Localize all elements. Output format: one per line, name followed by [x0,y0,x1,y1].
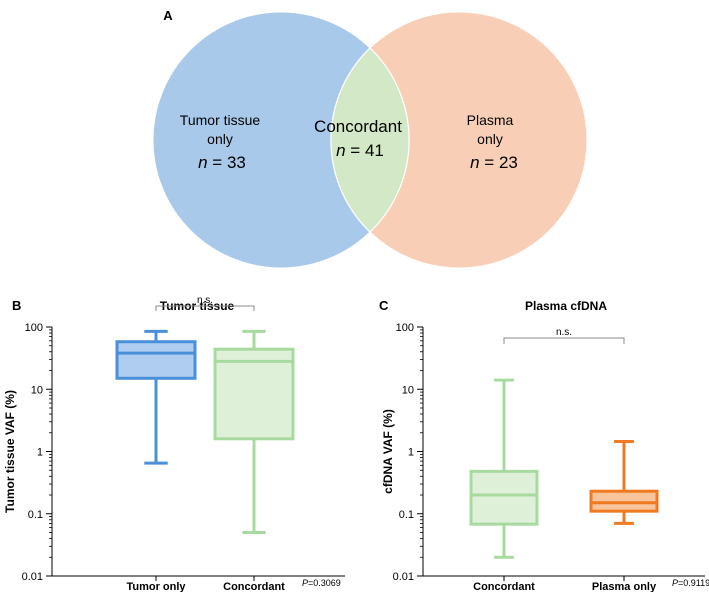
chart-title: Plasma cfDNA [525,299,607,313]
box-concordant [469,469,539,526]
significance-label: n.s. [197,295,213,306]
y-tick-label: 0.1 [399,509,414,521]
y-tick-label: 100 [25,322,43,334]
p-value: P=0.9119 [672,578,709,588]
x-tick-label-plasma-only: Plasma only [592,581,657,592]
p-value-symbol: P [672,578,678,588]
venn-center-n-prefix: n [336,141,345,160]
p-value-number: =0.9119 [678,578,709,588]
venn-center-n-value: = 41 [346,141,384,160]
venn-left-label-line1: Tumor tissue [180,112,261,128]
panel-label-a: A [163,8,173,23]
x-tick-label-tumor-only: Tumor only [126,581,186,592]
venn-left-label-line2: only [207,131,233,147]
y-axis-label: cfDNA VAF (%) [381,409,395,494]
y-tick-label: 10 [402,384,414,396]
p-value-symbol: P [302,578,308,588]
venn-center-label: Concordant [314,117,402,136]
panel-label-c: C [379,298,389,313]
y-tick-label: 1 [408,447,414,459]
venn-right-n-prefix: n [470,153,479,172]
significance-label: n.s. [556,327,572,338]
venn-left-n-value: = 33 [208,153,246,172]
venn-right-count: n = 23 [470,153,518,172]
venn-center-count: n = 41 [336,141,384,160]
venn-right-label-line2: only [477,131,503,147]
venn-left-n-prefix: n [198,153,207,172]
y-tick-label: 10 [31,384,43,396]
x-tick-label-concordant: Concordant [473,581,535,592]
p-value: P=0.3069 [302,578,341,588]
y-tick-label: 0.01 [393,571,414,583]
y-axis-label: Tumor tissue VAF (%) [3,390,17,513]
significance-bracket [503,337,625,344]
y-tick-label: 0.01 [22,571,43,583]
significance-bracket [155,305,255,311]
panel-label-b: B [12,298,21,313]
x-tick-label-concordant: Concordant [223,581,285,592]
venn-right-n-value: = 23 [480,153,518,172]
venn-left-count: n = 33 [198,153,246,172]
y-tick-label: 0.1 [28,509,43,521]
venn-overlap [330,47,410,233]
venn-diagram: A Tumor tissue only n = 33 Concordant n … [152,8,588,269]
y-tick-label: 100 [396,322,414,334]
boxplot-panel-c: C Plasma cfDNA 100 10 1 0.1 0.01 cfDNA VAF (%) C… [379,298,709,592]
venn-right-label-line1: Plasma [467,112,514,128]
box-plasma-only [589,489,659,513]
box-tumor-only [115,340,197,380]
p-value-number: =0.3069 [308,578,341,588]
box-concordant [213,347,295,441]
y-tick-label: 1 [37,447,43,459]
